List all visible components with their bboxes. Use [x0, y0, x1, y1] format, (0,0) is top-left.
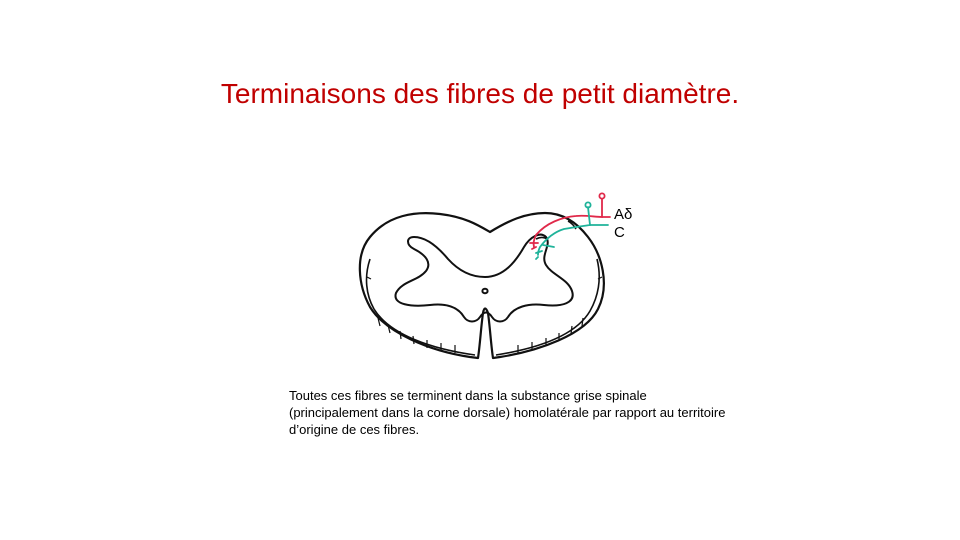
dorsal-horn-edge	[567, 220, 577, 230]
grey-matter-outline	[394, 233, 574, 323]
caption-line: d’origine de ces fibres.	[289, 422, 420, 437]
a-delta-fiber	[529, 192, 611, 250]
white-matter-rim-right	[495, 258, 600, 356]
c-fiber	[535, 201, 609, 260]
rim-hatches	[366, 276, 603, 353]
dorsal-horn-edge-2	[535, 236, 548, 240]
fiber-label-c: C	[614, 224, 625, 241]
slide-title: Terminaisons des fibres de petit diamètr…	[220, 78, 740, 109]
caption-text: Toutes ces fibres se terminent dans la s…	[289, 387, 789, 438]
fiber-label-a-delta: Aδ	[614, 206, 632, 223]
spinal-cord-diagram: Aδ C	[358, 192, 632, 360]
spinal-cord-outline	[358, 211, 605, 360]
caption-line: Toutes ces fibres se terminent dans la s…	[289, 388, 647, 403]
white-matter-rim	[365, 258, 476, 356]
central-canal	[481, 287, 489, 295]
caption-line: (principalement dans la corne dorsale) h…	[289, 405, 726, 420]
